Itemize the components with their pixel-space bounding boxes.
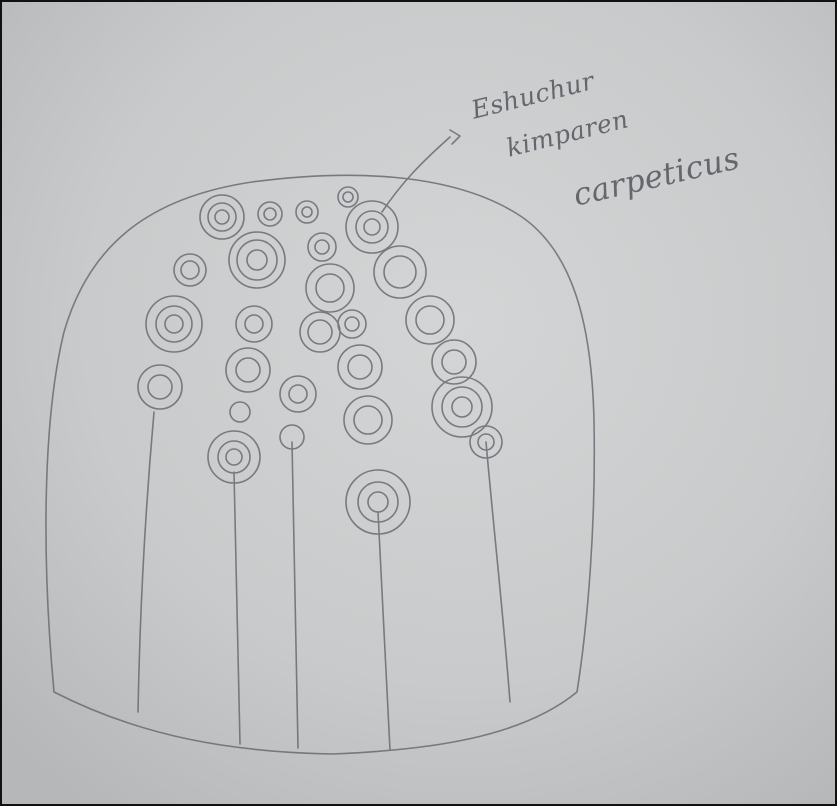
pencil-sketch [2, 2, 835, 804]
paper-background: Eshuchur kimparen carpeticus [2, 2, 835, 804]
paper-surface [2, 2, 835, 804]
photo-frame: Eshuchur kimparen carpeticus [0, 0, 837, 806]
